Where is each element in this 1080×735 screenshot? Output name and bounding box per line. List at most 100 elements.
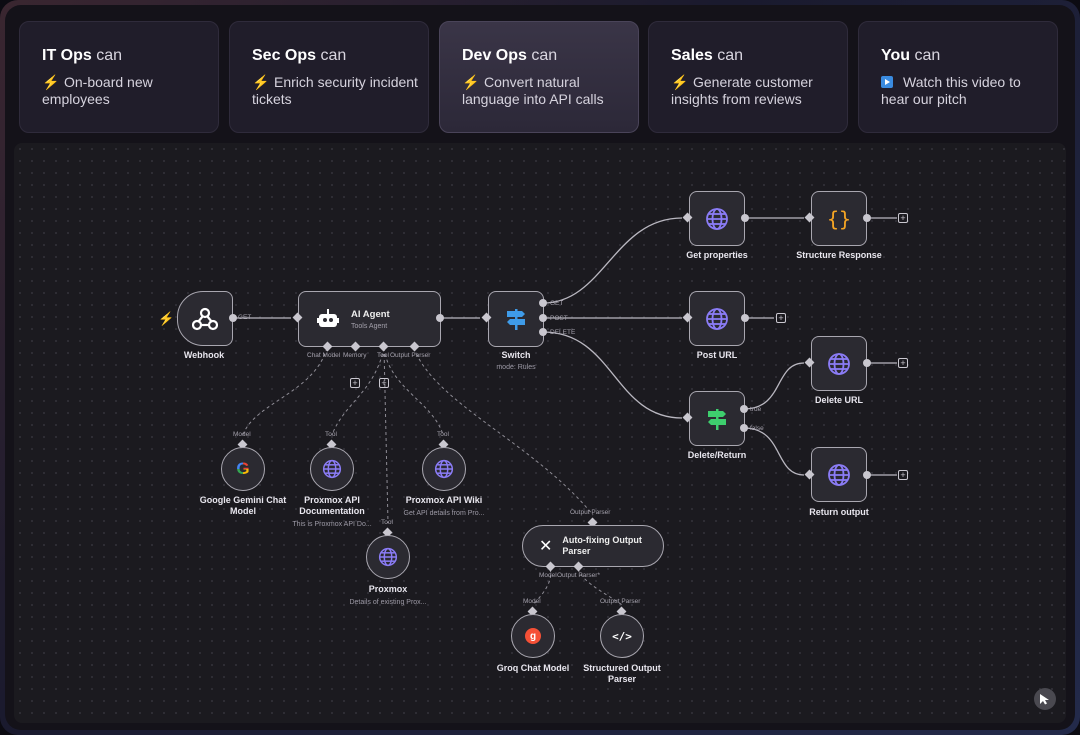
wire-switch-delete xyxy=(542,331,683,419)
output-port[interactable] xyxy=(229,314,237,322)
output-port[interactable] xyxy=(741,314,749,322)
tab-sec-ops[interactable]: Sec Ops can ⚡Enrich security incident ti… xyxy=(229,21,429,133)
node-structured-output-parser[interactable]: </> xyxy=(600,614,644,658)
tab-it-ops[interactable]: IT Ops can ⚡On-board new employees xyxy=(19,21,219,133)
signpost-icon xyxy=(507,309,525,330)
tab-role: Sales xyxy=(671,47,713,64)
app-container: IT Ops can ⚡On-board new employees Sec O… xyxy=(5,5,1075,730)
node-ai-agent[interactable]: AI Agent Tools Agent xyxy=(298,291,441,347)
node-label: Post URL xyxy=(696,350,738,360)
tab-suffix: can xyxy=(96,47,123,64)
node-subtitle: mode: Rules xyxy=(496,364,536,371)
port-label: true xyxy=(750,406,762,413)
port-label: Tool xyxy=(381,519,393,526)
add-tool-button[interactable]: + xyxy=(379,378,389,388)
globe-icon xyxy=(378,547,398,567)
add-node-button[interactable]: + xyxy=(898,358,908,368)
output-port-delete[interactable] xyxy=(539,328,547,336)
port-label: Tool xyxy=(437,431,449,438)
node-proxmox-api-wiki[interactable] xyxy=(422,447,466,491)
play-icon xyxy=(881,74,899,91)
output-port[interactable] xyxy=(436,314,444,322)
tab-role: IT Ops xyxy=(42,47,92,64)
bolt-icon: ⚡ xyxy=(671,74,689,90)
wire-false-return xyxy=(743,427,805,476)
node-delete-url[interactable] xyxy=(811,336,867,391)
add-node-button[interactable]: + xyxy=(898,470,908,480)
bolt-icon: ⚡ xyxy=(42,74,60,90)
node-label: Delete URL xyxy=(814,395,863,405)
webhook-icon xyxy=(192,307,218,330)
signpost-icon xyxy=(708,408,726,430)
tab-description: Convert natural language into API calls xyxy=(462,74,604,107)
node-webhook[interactable] xyxy=(177,291,233,346)
node-proxmox[interactable] xyxy=(366,535,410,579)
output-port-true[interactable] xyxy=(740,405,748,413)
globe-icon xyxy=(434,459,454,479)
wire-tool-wiki xyxy=(383,347,444,436)
output-port[interactable] xyxy=(741,214,749,222)
tab-description: Enrich security incident tickets xyxy=(252,74,418,107)
tab-dev-ops[interactable]: Dev Ops can ⚡Convert natural language in… xyxy=(439,21,639,133)
node-auto-fixing-output-parser[interactable]: ✕ Auto-fixing Output Parser xyxy=(522,525,664,567)
node-label: Groq Chat Model xyxy=(496,663,570,673)
node-proxmox-api-documentation[interactable] xyxy=(310,447,354,491)
output-port[interactable] xyxy=(863,214,871,222)
node-label: Get properties xyxy=(686,250,748,260)
node-structure-response[interactable]: {} xyxy=(811,191,867,246)
wire-true-delete xyxy=(743,362,805,410)
output-port-post[interactable] xyxy=(539,314,547,322)
port-label: POST xyxy=(550,315,568,322)
node-label: Google Gemini Chat Model xyxy=(199,495,287,516)
tab-role: Dev Ops xyxy=(462,47,527,64)
port-label: Memory xyxy=(343,352,367,359)
output-port[interactable] xyxy=(863,471,871,479)
add-node-button[interactable]: + xyxy=(898,213,908,223)
wire-autofix-structured xyxy=(577,568,623,606)
cursor-mode-button[interactable] xyxy=(1034,688,1056,710)
workflow-canvas[interactable]: ⚡ Webhook GET AI Agent Tools Agent Chat … xyxy=(14,143,1066,723)
port-label: Chat Model xyxy=(307,352,341,359)
output-port[interactable] xyxy=(863,359,871,367)
tab-description: Generate customer insights from reviews xyxy=(671,74,813,107)
output-port-false[interactable] xyxy=(740,424,748,432)
node-label: AI Agent xyxy=(351,308,390,320)
port-label: Tool xyxy=(325,431,337,438)
port-label: false xyxy=(750,425,764,432)
node-groq-chat-model[interactable]: g xyxy=(511,614,555,658)
trigger-bolt-icon: ⚡ xyxy=(158,311,175,326)
node-post-url[interactable] xyxy=(689,291,745,346)
node-label: Return output xyxy=(809,507,869,517)
groq-icon: g xyxy=(525,628,541,644)
tools-icon: ✕ xyxy=(539,538,553,555)
tab-suffix: can xyxy=(320,47,347,64)
port-label: DELETE xyxy=(550,329,576,336)
node-delete-return[interactable] xyxy=(689,391,745,446)
port-label: Output Parser xyxy=(600,598,641,605)
add-node-button[interactable]: + xyxy=(776,313,786,323)
port-label: Model xyxy=(523,598,541,605)
port-label: Output Parser xyxy=(570,509,611,516)
port-label: Output Parser* xyxy=(557,572,600,579)
node-label: Auto-fixing Output Parser xyxy=(562,535,642,556)
connection-wires xyxy=(233,217,897,606)
output-port-get[interactable] xyxy=(539,299,547,307)
tab-role: Sec Ops xyxy=(252,47,317,64)
tab-description: Watch this video to hear our pitch xyxy=(881,74,1021,107)
google-icon: G xyxy=(236,459,250,478)
node-switch[interactable] xyxy=(488,291,544,347)
bolt-icon: ⚡ xyxy=(252,74,270,90)
node-label: Proxmox xyxy=(368,584,408,594)
tab-you[interactable]: You can Watch this video to hear our pit… xyxy=(858,21,1058,133)
port-label: Tool xyxy=(377,352,389,359)
code-icon: </> xyxy=(612,629,632,643)
wire-chatmodel-gemini xyxy=(242,347,328,436)
node-label: Switch xyxy=(501,350,531,360)
wire-tool-proxmox xyxy=(383,347,389,524)
node-return-output[interactable] xyxy=(811,447,867,502)
node-google-gemini[interactable]: G xyxy=(221,447,265,491)
node-get-properties[interactable] xyxy=(689,191,745,246)
tab-sales[interactable]: Sales can ⚡Generate customer insights fr… xyxy=(648,21,848,133)
add-memory-button[interactable]: + xyxy=(350,378,360,388)
